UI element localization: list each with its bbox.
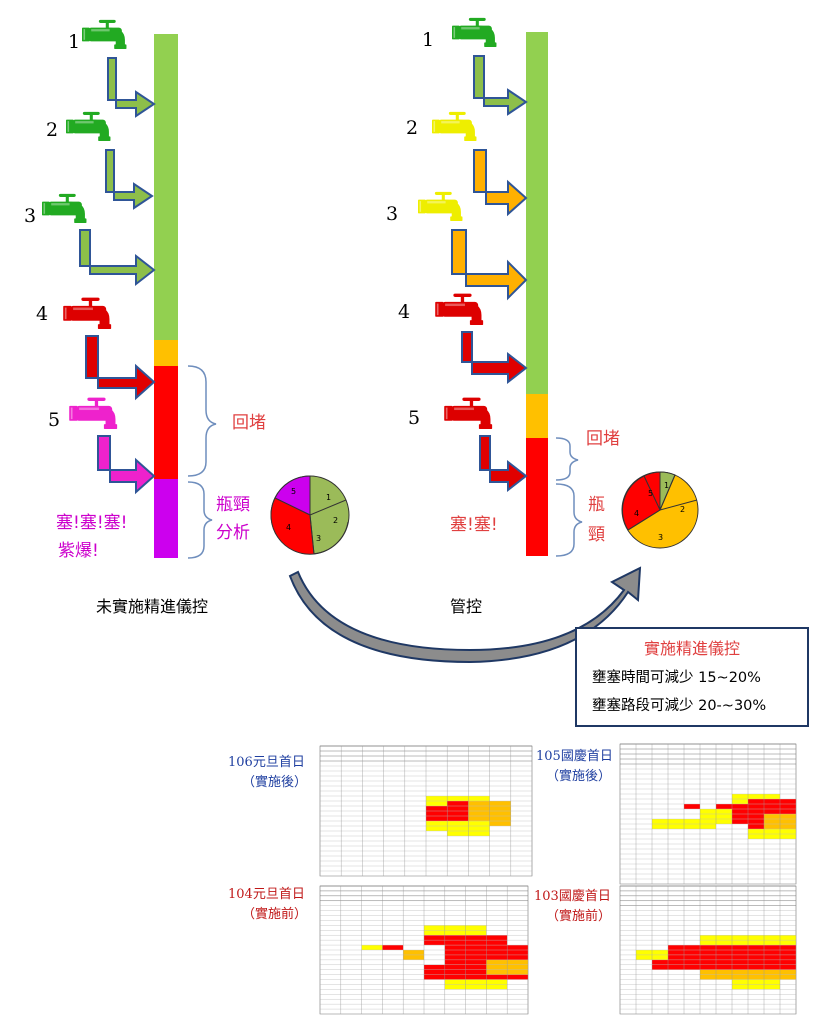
left-panel: 1 2 3 4 5 回堵 瓶頸 分析 塞!塞!塞! 紫爆! 未實施精進儀控 1 … [24, 19, 350, 616]
heat-table-106 [319, 745, 533, 877]
right-bar-free-flow [526, 32, 548, 394]
bottleneck-label: 瓶頸 [216, 495, 250, 515]
backlog-label: 回堵 [586, 429, 620, 449]
tap-label: 2 [46, 119, 58, 141]
result-line: 壅塞路段可減少 20-~30% [592, 696, 766, 714]
table-label: （實施後） [242, 774, 307, 790]
tap-icon [69, 397, 118, 430]
result-title: 實施精進儀控 [644, 639, 740, 658]
inflow-arrow [473, 149, 528, 217]
tap-icon [432, 111, 477, 142]
tap-label: 2 [406, 117, 418, 139]
pie-slice-label: 1 [664, 481, 669, 490]
left-bar-free-flow [154, 34, 178, 340]
tap-icon [82, 19, 127, 50]
pie-slice-label: 4 [286, 523, 291, 532]
tap-label: 4 [398, 301, 410, 323]
inflow-arrow [97, 435, 156, 495]
tap-icon [435, 293, 484, 326]
curve-label: 管控 [450, 597, 482, 616]
table-label: 106元旦首日 [228, 755, 305, 770]
inflow-arrow [461, 331, 528, 385]
bottleneck-label: 頸 [588, 525, 605, 545]
right-panel: 1 2 3 4 5 回堵 瓶 頸 塞!塞! 1 2 3 4 5 [386, 17, 699, 557]
pie-slice-label: 2 [680, 505, 685, 514]
jam-text: 塞!塞! [450, 515, 498, 535]
result-box: 實施精進儀控 壅塞時間可減少 15~20% 壅塞路段可減少 20-~30% [575, 627, 809, 727]
tap-icon [42, 193, 87, 224]
bottleneck-label: 分析 [216, 523, 250, 543]
heat-table-103 [619, 885, 797, 1015]
left-pie: 1 2 3 4 5 [270, 475, 350, 555]
table-label: 105國慶首日 [536, 749, 613, 764]
tap-label: 3 [24, 205, 36, 227]
brace [555, 483, 583, 557]
inflow-arrow [79, 229, 156, 287]
table-label: 103國慶首日 [534, 889, 611, 904]
heat-cell [382, 945, 404, 950]
transition-arrow [288, 566, 642, 664]
brace [187, 481, 213, 559]
table-label: （實施前） [242, 906, 307, 922]
left-bar-bottleneck [154, 479, 178, 558]
heat-cell [489, 806, 511, 821]
tap-label: 5 [48, 409, 60, 431]
pie-slice-label: 3 [316, 534, 321, 543]
pie-slice-label: 4 [634, 509, 639, 518]
bottleneck-label: 瓶 [588, 495, 605, 515]
jam-text: 紫爆! [58, 541, 99, 561]
tap-label: 1 [422, 29, 434, 51]
pie-slice-label: 1 [326, 493, 331, 502]
tap-icon [444, 397, 493, 430]
left-bar-backlog [154, 366, 178, 479]
tap-icon [63, 297, 112, 330]
left-bar-slow [154, 340, 178, 366]
heat-cell [361, 945, 383, 950]
right-pie: 1 2 3 4 5 [621, 471, 699, 549]
jam-text: 塞!塞!塞! [56, 513, 127, 533]
inflow-arrow [479, 435, 528, 493]
inflow-arrow [85, 335, 156, 401]
pie-slice-label: 5 [648, 489, 653, 498]
tap-label: 4 [36, 303, 48, 325]
table-label: （實施前） [546, 908, 611, 924]
inflow-arrow [451, 229, 528, 301]
heat-table-105 [619, 743, 797, 885]
tap-label: 3 [386, 203, 398, 225]
brace [555, 437, 579, 481]
pie-slice-label: 3 [658, 533, 663, 542]
brace [187, 365, 217, 477]
pie-slice-label: 2 [333, 516, 338, 525]
right-bar-slow [526, 394, 548, 438]
heat-table-104 [319, 885, 529, 1015]
heat-cell [652, 954, 796, 970]
inflow-arrow [107, 57, 156, 118]
tap-icon [418, 191, 463, 222]
backlog-label: 回堵 [232, 413, 266, 433]
table-label: （實施後） [546, 768, 611, 784]
pie-slice-label: 5 [291, 487, 296, 496]
tap-icon [66, 111, 111, 142]
table-label: 104元旦首日 [228, 887, 305, 902]
right-bar-backlog [526, 438, 548, 556]
tap-label: 5 [408, 407, 420, 429]
inflow-arrow [473, 55, 528, 116]
tap-icon [452, 17, 497, 48]
left-caption: 未實施精進儀控 [96, 597, 208, 616]
result-line: 壅塞時間可減少 15~20% [592, 668, 761, 686]
heat-cell [684, 804, 700, 809]
tap-label: 1 [68, 31, 80, 53]
inflow-arrow [105, 149, 154, 210]
